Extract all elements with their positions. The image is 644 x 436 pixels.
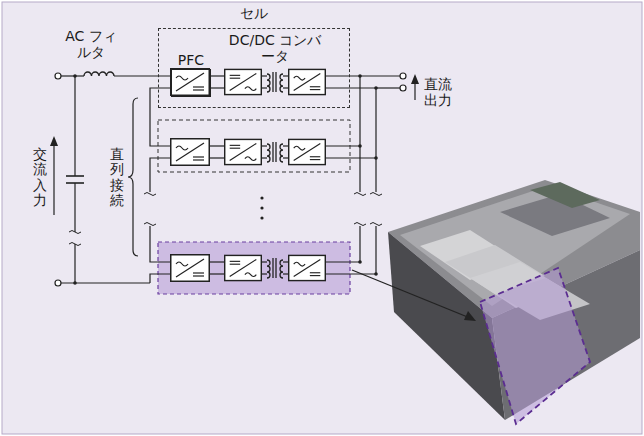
filter-label: AC フィルタ bbox=[60, 28, 122, 60]
box-heading: PFC bbox=[152, 52, 230, 68]
series-label: 直列接続 bbox=[110, 147, 124, 209]
converter-label: DC/DC コンバータ bbox=[225, 32, 325, 64]
unit-photo bbox=[388, 180, 640, 424]
pfc-block: PFC bbox=[171, 69, 211, 97]
input-label: 交流入力 bbox=[33, 147, 47, 209]
output-label: 直流出力 bbox=[424, 76, 454, 108]
box-heading: セル bbox=[139, 5, 369, 21]
